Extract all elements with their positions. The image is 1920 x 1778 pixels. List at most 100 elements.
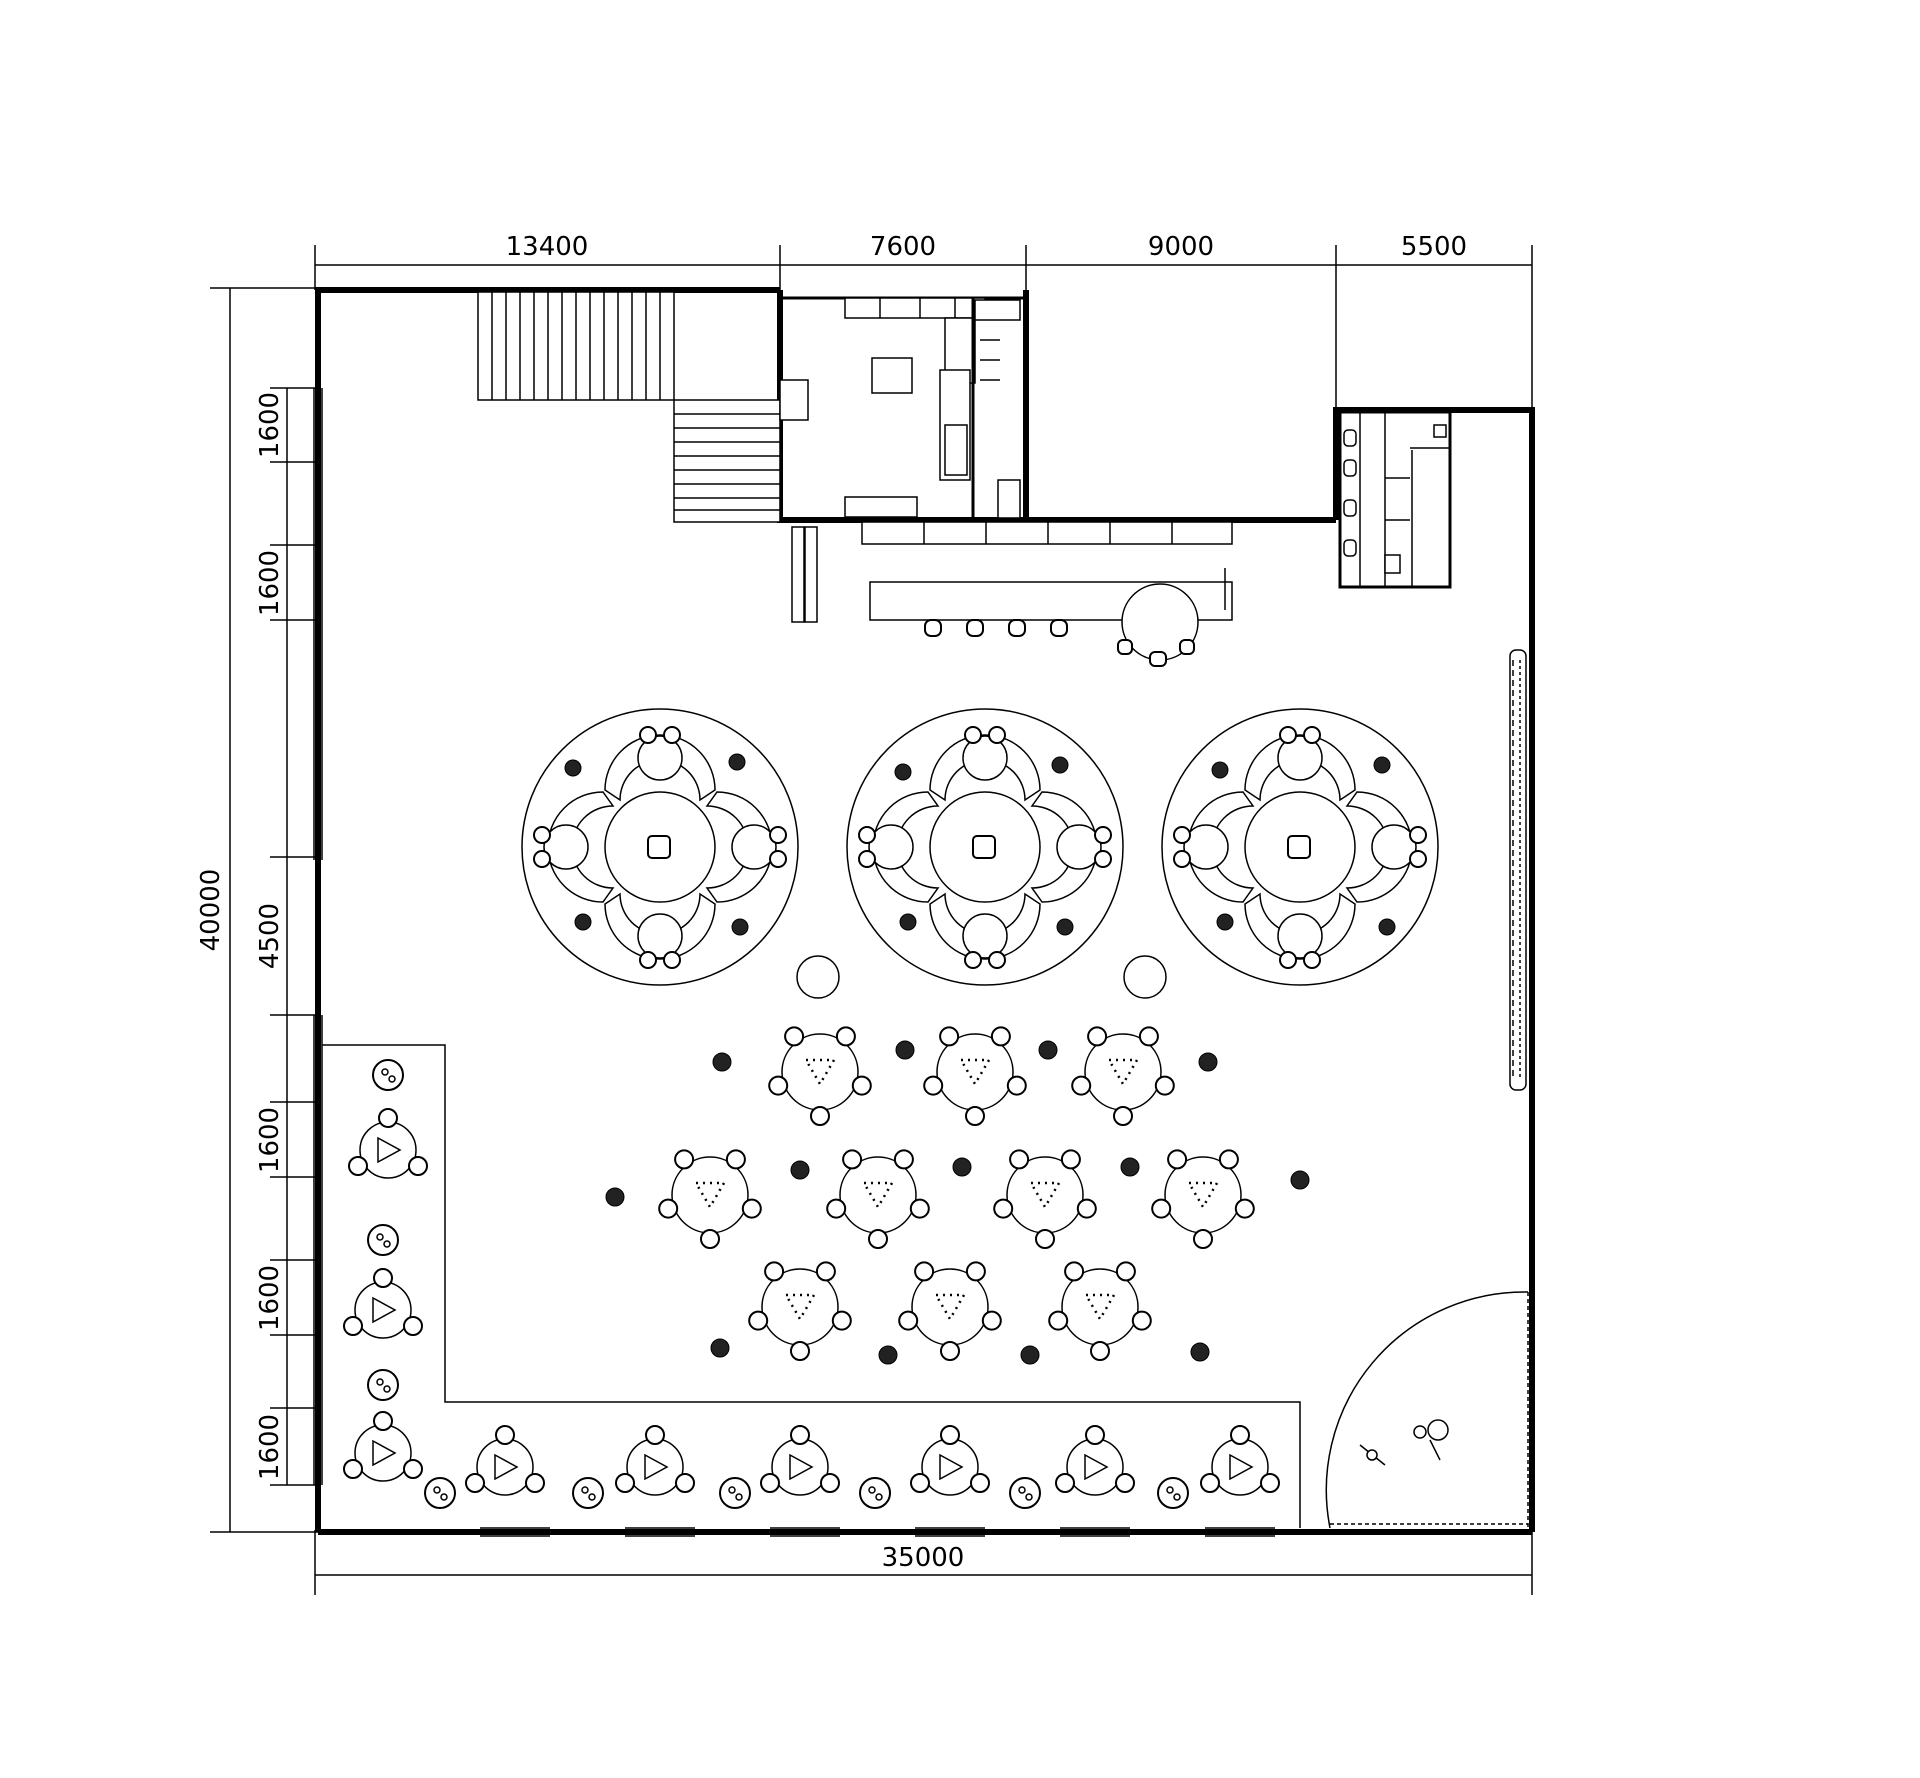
dim-top-4: 5500	[1401, 232, 1467, 262]
dim-left-4: 1600	[255, 1107, 285, 1173]
lounge-table	[343, 1411, 423, 1482]
plant	[1198, 1052, 1218, 1072]
chair	[1131, 1310, 1152, 1331]
chair	[748, 1310, 769, 1331]
plant	[712, 1052, 732, 1072]
chair	[1035, 1229, 1055, 1249]
plant	[1020, 1345, 1040, 1365]
bar-counter	[791, 521, 1233, 667]
round-table	[748, 1261, 852, 1361]
chair	[923, 1075, 944, 1096]
chair	[525, 1473, 545, 1493]
dim-top-1: 13400	[506, 232, 589, 262]
chair	[990, 1026, 1011, 1047]
booth-table-1	[521, 708, 799, 986]
dim-bottom: 35000	[882, 1543, 965, 1573]
dim-left-total: 40000	[196, 869, 226, 952]
round-table	[898, 1261, 1002, 1361]
lounge-table	[1055, 1425, 1135, 1496]
chair	[851, 1075, 872, 1096]
chair	[1115, 1261, 1136, 1282]
plant	[790, 1160, 810, 1180]
chair	[1151, 1198, 1172, 1219]
chair	[674, 1149, 695, 1170]
side-table	[367, 1224, 399, 1256]
chair	[826, 1198, 847, 1219]
chair	[1087, 1026, 1108, 1047]
chair	[1076, 1198, 1097, 1219]
chair	[373, 1411, 393, 1431]
chair	[343, 1316, 363, 1336]
dim-left-5: 1600	[255, 1265, 285, 1331]
dining-tables	[605, 1026, 1310, 1365]
lounge-table	[465, 1425, 545, 1496]
chair	[831, 1310, 852, 1331]
chair	[993, 1198, 1014, 1219]
chair	[764, 1261, 785, 1282]
chair	[910, 1473, 930, 1493]
chair	[965, 1106, 985, 1126]
chair	[1071, 1075, 1092, 1096]
dimension-bottom: 35000	[314, 1530, 1533, 1595]
lounge-zone	[322, 1044, 1301, 1528]
round-table	[826, 1149, 930, 1249]
chair	[658, 1198, 679, 1219]
side-table	[424, 1477, 456, 1509]
chair	[1218, 1149, 1239, 1170]
chair	[868, 1229, 888, 1249]
chair	[1009, 1149, 1030, 1170]
dimension-left-segments: 1600 1600 4500 1600 1600 1600	[255, 387, 318, 1486]
side-table	[719, 1477, 751, 1509]
stage-arc	[1325, 1291, 1529, 1529]
chair	[842, 1149, 863, 1170]
round-table	[993, 1149, 1097, 1249]
plant	[710, 1338, 730, 1358]
chair	[725, 1149, 746, 1170]
chair	[1006, 1075, 1027, 1096]
dim-top-2: 7600	[870, 232, 936, 262]
dim-left-6: 1600	[255, 1414, 285, 1480]
chair	[408, 1156, 428, 1176]
chair	[1234, 1198, 1255, 1219]
chair	[1200, 1473, 1220, 1493]
side-table	[372, 1059, 404, 1091]
chair	[403, 1316, 423, 1336]
lounge-table	[760, 1425, 840, 1496]
dimension-top: 13400 7600 9000 5500	[314, 232, 1533, 410]
chair	[820, 1473, 840, 1493]
chair	[898, 1310, 919, 1331]
plant	[1290, 1170, 1310, 1190]
round-table	[658, 1149, 762, 1249]
lounge-table	[1200, 1425, 1280, 1496]
staircase	[477, 291, 781, 523]
chair	[615, 1473, 635, 1493]
chair	[760, 1473, 780, 1493]
chair	[939, 1026, 960, 1047]
chair	[940, 1425, 960, 1445]
chair	[790, 1341, 810, 1361]
plant	[605, 1187, 625, 1207]
restrooms	[1338, 410, 1452, 589]
side-table	[1157, 1477, 1189, 1509]
chair	[495, 1425, 515, 1445]
chair	[373, 1268, 393, 1288]
chair	[1193, 1229, 1213, 1249]
chair	[768, 1075, 789, 1096]
chair	[810, 1106, 830, 1126]
chair	[741, 1198, 762, 1219]
chair	[1138, 1026, 1159, 1047]
dim-left-3: 4500	[255, 903, 285, 969]
chair	[1167, 1149, 1188, 1170]
booth-table-3	[1161, 708, 1439, 986]
chair	[1230, 1425, 1250, 1445]
dim-top-3: 9000	[1148, 232, 1214, 262]
exterior-walls	[313, 287, 1535, 1537]
chair	[1154, 1075, 1175, 1096]
chair	[378, 1108, 398, 1128]
chair	[815, 1261, 836, 1282]
chair	[348, 1156, 368, 1176]
chair	[403, 1459, 423, 1479]
dimension-left-total: 40000	[196, 287, 318, 1533]
chair	[1055, 1473, 1075, 1493]
right-wall-planter	[1509, 649, 1527, 1091]
